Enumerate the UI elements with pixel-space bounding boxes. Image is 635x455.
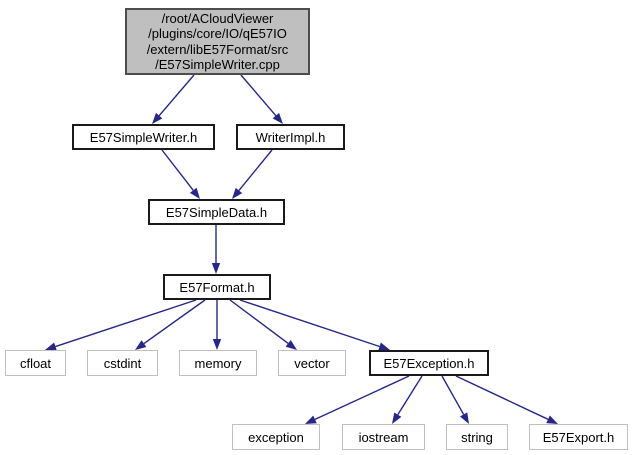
graph-node-label: iostream xyxy=(358,429,409,445)
graph-edge-e57exception_h-to-string xyxy=(441,375,469,424)
graph-node-writerimpl_h[interactable]: WriterImpl.h xyxy=(236,124,345,150)
graph-node-label: memory xyxy=(194,355,242,371)
graph-node-exception[interactable]: exception xyxy=(232,424,320,450)
graph-node-vector[interactable]: vector xyxy=(278,350,346,376)
graph-node-root[interactable]: /root/ACloudViewer /plugins/core/IO/qE57… xyxy=(125,8,310,75)
graph-edge-e57format_h-to-cfloat xyxy=(45,299,197,351)
graph-node-string[interactable]: string xyxy=(446,424,508,450)
arrowhead xyxy=(45,342,57,351)
arrowhead xyxy=(232,187,243,199)
graph-edge-e57format_h-to-vector xyxy=(229,299,297,350)
graph-node-cfloat[interactable]: cfloat xyxy=(5,350,66,376)
graph-edge-e57exception_h-to-exception xyxy=(305,375,410,424)
arrowhead xyxy=(305,415,317,424)
graph-node-cstdint[interactable]: cstdint xyxy=(87,350,158,376)
graph-edge-e57simplewriter_h-to-e57simpledata_h xyxy=(161,149,200,199)
graph-node-iostream[interactable]: iostream xyxy=(342,424,425,450)
graph-node-e57simpledata_h[interactable]: E57SimpleData.h xyxy=(148,199,285,225)
arrowhead xyxy=(272,112,283,124)
arrowhead xyxy=(392,412,402,424)
graph-node-e57exception_h[interactable]: E57Exception.h xyxy=(369,350,489,376)
graph-edge-e57format_h-to-cstdint xyxy=(135,299,206,350)
arrowhead xyxy=(285,340,297,350)
arrowhead xyxy=(546,415,558,424)
arrowhead xyxy=(212,339,222,350)
graph-node-e57export_h[interactable]: E57Export.h xyxy=(529,424,628,450)
graph-edge-e57exception_h-to-e57export_h xyxy=(455,375,558,424)
arrowhead xyxy=(135,340,147,350)
graph-edge-e57exception_h-to-iostream xyxy=(392,375,423,424)
graph-edge-writerimpl_h-to-e57simpledata_h xyxy=(232,149,273,199)
graph-node-memory[interactable]: memory xyxy=(179,350,257,376)
graph-node-label: E57Format.h xyxy=(179,279,255,295)
graph-node-label: E57Export.h xyxy=(542,429,615,445)
graph-edge-root-to-writerimpl_h xyxy=(240,74,283,124)
graph-node-label: E57Exception.h xyxy=(383,355,475,371)
arrowhead xyxy=(211,263,221,274)
graph-edge-root-to-e57simplewriter_h xyxy=(152,74,195,124)
graph-node-label: E57SimpleData.h xyxy=(165,204,268,220)
graph-node-label: cfloat xyxy=(19,355,52,371)
graph-node-label: cstdint xyxy=(103,355,142,371)
graph-edge-e57simpledata_h-to-e57format_h xyxy=(211,225,221,274)
graph-node-label: /root/ACloudViewer /plugins/core/IO/qE57… xyxy=(146,10,289,73)
arrowhead xyxy=(459,412,469,424)
graph-node-e57format_h[interactable]: E57Format.h xyxy=(163,274,271,300)
arrowhead xyxy=(152,112,163,124)
graph-node-label: E57SimpleWriter.h xyxy=(89,129,198,145)
graph-node-label: string xyxy=(461,429,493,445)
graph-node-e57simplewriter_h[interactable]: E57SimpleWriter.h xyxy=(72,124,215,150)
arrowhead xyxy=(189,187,200,199)
graph-node-label: exception xyxy=(248,429,304,445)
graph-node-label: vector xyxy=(294,355,330,371)
graph-edge-e57format_h-to-e57exception_h xyxy=(239,299,390,351)
graph-node-label: WriterImpl.h xyxy=(255,129,326,145)
arrowhead xyxy=(378,342,390,351)
graph-edge-e57format_h-to-memory xyxy=(212,300,222,350)
